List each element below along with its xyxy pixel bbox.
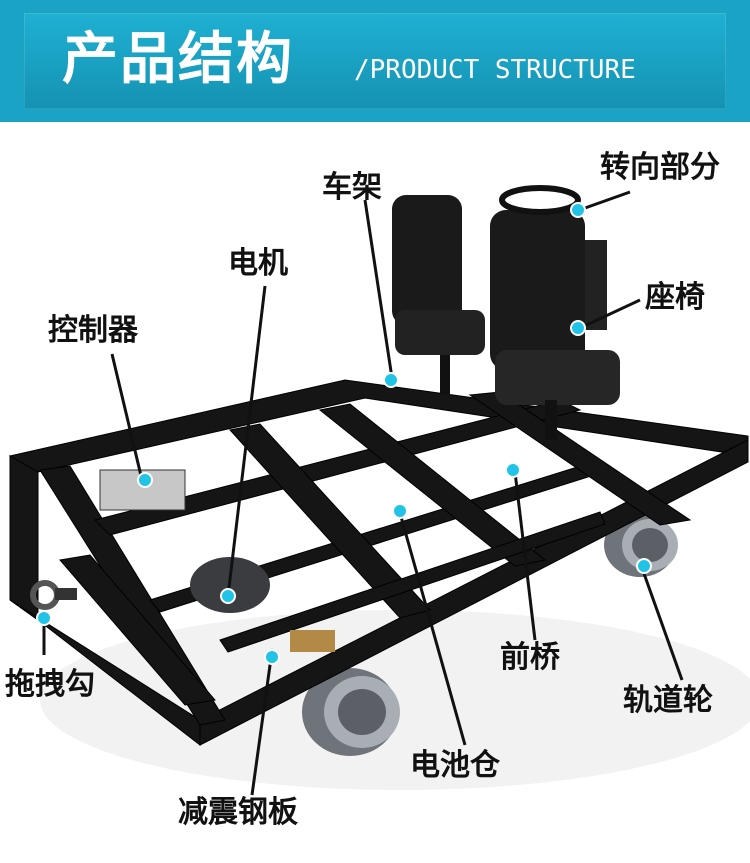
label-leaf-spring: 减震钢板 xyxy=(178,795,298,830)
steering-wheel-shape xyxy=(499,185,607,330)
page-subtitle: /PRODUCT STRUCTURE xyxy=(354,55,636,85)
seat-front xyxy=(490,210,620,440)
label-motor: 电机 xyxy=(228,246,288,281)
page-title: 产品结构 xyxy=(62,27,294,92)
label-battery-box: 电池仓 xyxy=(410,748,500,783)
label-rail-wheel: 轨道轮 xyxy=(623,683,713,718)
rail-wheel-front xyxy=(302,668,400,756)
label-front-axle: 前桥 xyxy=(500,640,560,675)
marker-dots xyxy=(36,202,652,665)
header-banner: 产品结构 /PRODUCT STRUCTURE xyxy=(0,0,750,122)
product-diagram xyxy=(0,122,750,863)
leaf-spring-bracket xyxy=(290,630,335,652)
label-steering: 转向部分 xyxy=(600,150,720,185)
rail-wheel-rear xyxy=(604,513,678,577)
seat-rear xyxy=(392,195,485,395)
label-controller: 控制器 xyxy=(48,313,138,348)
label-tow-hook: 拖拽勾 xyxy=(5,667,95,702)
controller-box xyxy=(99,469,186,511)
label-seat: 座椅 xyxy=(645,280,705,315)
header-panel xyxy=(24,13,726,109)
tow-hook-shape xyxy=(30,580,77,610)
label-frame: 车架 xyxy=(322,170,382,205)
